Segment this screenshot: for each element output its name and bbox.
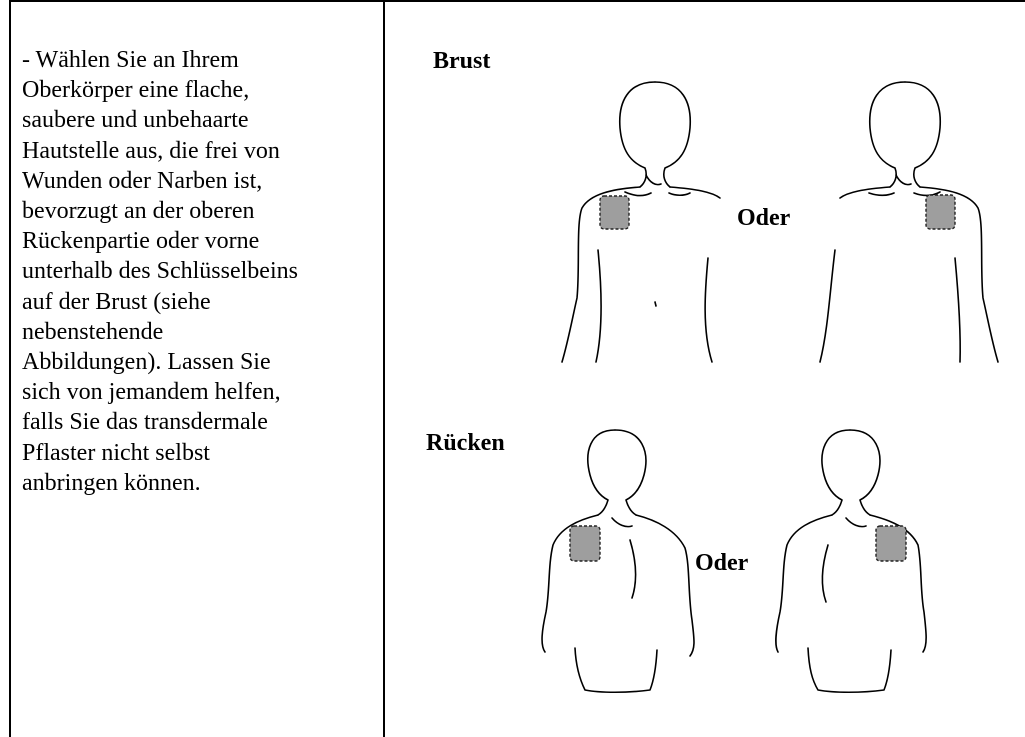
back-torso-right-figure — [776, 430, 926, 692]
front-torso-left-figure — [562, 82, 720, 362]
patch-chest-left — [600, 196, 629, 229]
back-torso-left-figure — [542, 430, 694, 692]
patch-chest-right — [926, 195, 955, 229]
front-torso-right-figure — [820, 82, 998, 362]
patch-back-right — [876, 526, 906, 561]
patch-back-left — [570, 526, 600, 561]
